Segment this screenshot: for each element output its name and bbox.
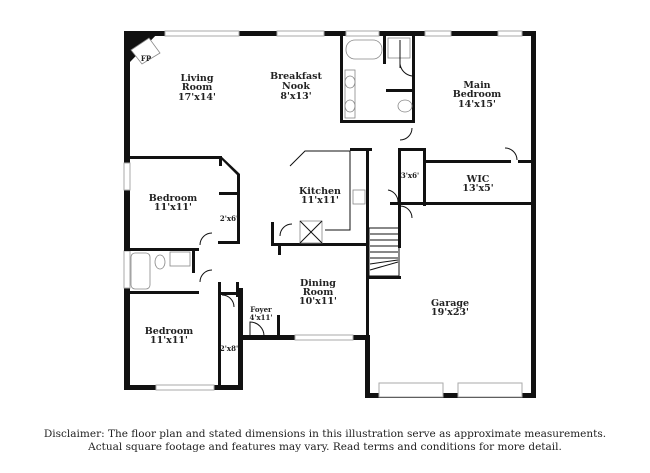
stairs: [369, 233, 399, 271]
svg-text:Kitchen: Kitchen: [299, 186, 341, 197]
svg-text:Room: Room: [182, 82, 213, 93]
svg-text:Breakfast: Breakfast: [270, 71, 322, 82]
svg-text:10'x11': 10'x11': [299, 296, 337, 307]
room-dining: Dining Room 10'x11': [299, 278, 337, 307]
svg-text:Bedroom: Bedroom: [453, 89, 501, 100]
disclaimer-line-2: Actual square footage and features may v…: [88, 441, 562, 453]
room-breakfast-nook: Breakfast Nook 8'x13': [270, 71, 322, 102]
room-wic: WIC 13'x5': [462, 174, 493, 194]
svg-text:Bedroom: Bedroom: [149, 193, 197, 204]
svg-text:8'x13': 8'x13': [280, 91, 311, 102]
room-bedroom-1: Bedroom 11'x11': [149, 193, 197, 213]
svg-text:Room: Room: [303, 287, 334, 298]
room-living: Living Room 17'x14': [178, 73, 216, 103]
svg-text:17'x14': 17'x14': [178, 92, 216, 103]
room-main-bedroom: Main Bedroom 14'x15': [453, 80, 501, 110]
svg-text:Dining: Dining: [300, 278, 336, 289]
closet-1-dims: 2'x6': [220, 214, 238, 223]
room-bedroom-2: Bedroom 11'x11': [145, 326, 193, 346]
disclaimer-line-1: Disclaimer: The floor plan and stated di…: [43, 428, 607, 440]
svg-text:13'x5': 13'x5': [462, 183, 493, 194]
room-foyer: Foyer 4'x11': [249, 305, 272, 322]
svg-text:Main: Main: [463, 80, 490, 91]
svg-text:FP: FP: [141, 54, 152, 63]
svg-text:4'x11': 4'x11': [249, 313, 272, 322]
windows: [123, 30, 523, 398]
fireplace: FP: [130, 37, 161, 65]
svg-text:11'x11': 11'x11': [301, 195, 339, 206]
svg-text:Living: Living: [181, 73, 214, 84]
room-garage: Garage 19'x23': [431, 298, 469, 318]
svg-text:14'x15': 14'x15': [458, 99, 496, 110]
doors: [199, 40, 518, 337]
svg-text:Bedroom: Bedroom: [145, 326, 193, 337]
interior-walls: [124, 31, 532, 386]
svg-text:11'x11': 11'x11': [154, 202, 192, 213]
room-kitchen: Kitchen 11'x11': [299, 186, 341, 206]
svg-text:19'x23': 19'x23': [431, 307, 469, 318]
svg-text:Nook: Nook: [282, 81, 310, 92]
hall-closet-dims: 3'x6': [401, 171, 419, 180]
svg-text:WIC: WIC: [466, 174, 490, 185]
closet-2-dims: 2'x8': [220, 344, 238, 353]
svg-text:Garage: Garage: [431, 298, 469, 309]
svg-text:11'x11': 11'x11': [150, 335, 188, 346]
svg-text:Foyer: Foyer: [250, 305, 272, 314]
